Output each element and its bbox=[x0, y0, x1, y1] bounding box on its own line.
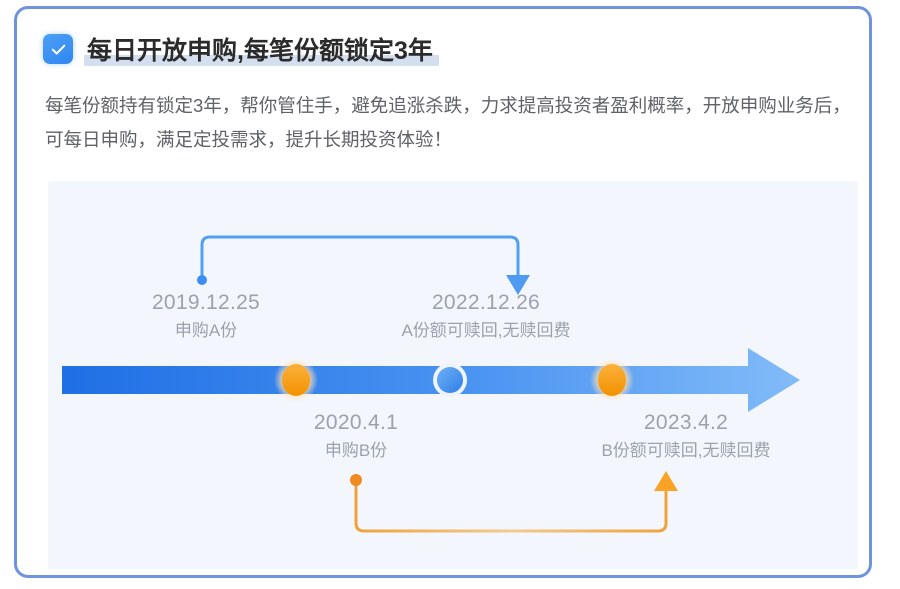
event-note: A份额可赎回,无赎回费 bbox=[401, 321, 571, 341]
page-title: 每日开放申购,每笔份额锁定3年 bbox=[87, 37, 433, 65]
event-note: 申购A份 bbox=[174, 321, 238, 341]
marker-b-checkpoint bbox=[433, 363, 467, 397]
marker-a-subscribe bbox=[274, 358, 318, 402]
event-date: 2020.4.1 bbox=[313, 411, 399, 434]
connector-a-arrow bbox=[197, 235, 530, 295]
description-paragraph: 每笔份额持有锁定3年，帮你管住手，避免追涨杀跌，力求提高投资者盈利概率，开放申购… bbox=[45, 95, 851, 150]
connector-b-arrow bbox=[350, 471, 678, 533]
event-note: B份额可赎回,无赎回费 bbox=[601, 441, 771, 461]
title-highlight-bar bbox=[84, 55, 439, 66]
event-label-b-subscribe: 2020.4.1 申购B份 bbox=[236, 409, 476, 463]
connector-a-start-dot bbox=[197, 275, 207, 285]
card-header: 每日开放申购,每笔份额锁定3年 bbox=[43, 29, 439, 69]
page-title-wrap: 每日开放申购,每笔份额锁定3年 bbox=[84, 31, 439, 67]
checkbox-checked-icon bbox=[43, 34, 73, 64]
connector-b-start-dot bbox=[350, 474, 362, 486]
event-label-b-redeem: 2023.4.2 B份额可赎回,无赎回费 bbox=[526, 409, 846, 463]
timeline-axis-arrow bbox=[62, 348, 800, 412]
timeline-diagram bbox=[62, 235, 800, 533]
event-date: 2022.12.26 bbox=[431, 291, 541, 314]
event-date: 2019.12.25 bbox=[151, 291, 261, 314]
event-label-a-subscribe: 2019.12.25 申购A份 bbox=[86, 289, 326, 343]
event-note: 申购B份 bbox=[324, 441, 388, 461]
info-card: 每日开放申购,每笔份额锁定3年 每笔份额持有锁定3年，帮你管住手，避免追涨杀跌，… bbox=[14, 6, 872, 578]
timeline-panel: 2019.12.25 申购A份 2022.12.26 A份额可赎回,无赎回费 2… bbox=[48, 181, 858, 569]
marker-b-redeem bbox=[590, 358, 634, 402]
connector-b-arrowhead bbox=[654, 471, 678, 491]
event-label-a-redeem: 2022.12.26 A份额可赎回,无赎回费 bbox=[326, 289, 646, 343]
event-date: 2023.4.2 bbox=[643, 411, 729, 434]
connector-a-arrowhead bbox=[506, 275, 530, 295]
